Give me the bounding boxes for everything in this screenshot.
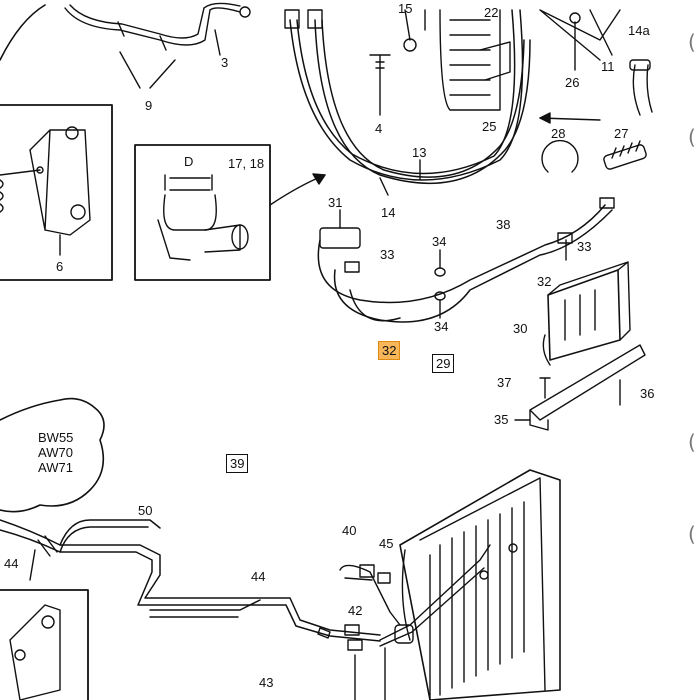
label-part-37: 37 (497, 375, 512, 390)
hose-bundle (289, 9, 531, 185)
label-part-14: 14 (381, 205, 396, 220)
gearbox-model-bw55: BW55 (38, 430, 74, 445)
fitting-33 (557, 232, 573, 244)
label-part-31: 31 (328, 195, 343, 210)
label-part-14a: 14a (628, 23, 650, 38)
lower-bracket-box (0, 589, 89, 700)
label-part-43: 43 (259, 675, 274, 690)
label-part-34-top: 34 (432, 234, 447, 249)
label-part-28: 28 (551, 126, 566, 141)
label-dimension-d: D (184, 154, 194, 169)
label-part-39: 39 (226, 454, 249, 473)
label-part-22: 22 (484, 5, 499, 20)
leader-14 (379, 177, 389, 196)
label-part-17-18: 17, 18 (228, 156, 265, 171)
gearbox-outline (0, 397, 105, 513)
bracket-35 (529, 344, 646, 431)
label-part-32-highlighted[interactable]: 32 (378, 341, 401, 360)
label-part-4: 4 (375, 121, 383, 136)
label-part-45: 45 (379, 536, 394, 551)
edge-mark: ( (688, 430, 696, 454)
label-part-33-mid: 33 (380, 247, 395, 262)
clamp-detail-box (134, 144, 271, 281)
label-part-25: 25 (482, 119, 497, 134)
bracket-box (0, 104, 113, 281)
bracket-11 (539, 9, 621, 61)
line-40 (339, 564, 401, 626)
label-part-29: 29 (432, 354, 455, 373)
fitting (307, 9, 323, 29)
gearbox-model-aw71: AW71 (38, 460, 73, 475)
oil-cooler-30 (542, 261, 631, 366)
edge-mark: ( (688, 522, 696, 546)
label-part-42: 42 (348, 603, 363, 618)
label-part-33-right: 33 (577, 239, 592, 254)
label-part-13: 13 (412, 145, 427, 160)
label-part-40: 40 (342, 523, 357, 538)
label-part-26: 26 (565, 75, 580, 90)
label-part-15: 15 (398, 1, 413, 16)
edge-mark: ( (688, 125, 696, 149)
sleeve-27 (603, 144, 647, 170)
fitting (284, 9, 300, 29)
label-part-30: 30 (513, 321, 528, 336)
bracket-6 (29, 129, 91, 236)
label-part-34-bottom: 34 (434, 319, 449, 334)
leader-3 (214, 29, 221, 56)
fitting-31 (319, 227, 361, 249)
label-part-38: 38 (496, 217, 511, 232)
label-part-36: 36 (640, 386, 655, 401)
leader-9 (119, 51, 176, 89)
label-part-3: 3 (221, 55, 229, 70)
gearbox-model-list: BW55 AW70 AW71 (38, 430, 73, 475)
label-part-32-right: 32 (537, 274, 552, 289)
cooler-top (403, 9, 511, 111)
label-part-44-left: 44 (4, 556, 19, 571)
clip-28 (541, 139, 579, 173)
label-part-9: 9 (145, 98, 153, 113)
gearbox-model-aw70: AW70 (38, 445, 73, 460)
oil-lines (317, 204, 613, 323)
label-part-50: 50 (138, 503, 153, 518)
bolt-4 (369, 54, 391, 116)
label-part-27: 27 (614, 126, 629, 141)
radiator (399, 469, 561, 700)
outline-arc (0, 4, 46, 61)
clamp (163, 174, 217, 231)
hose-14a (632, 64, 653, 116)
label-part-35: 35 (494, 412, 509, 427)
lower-pipes (0, 519, 381, 642)
label-part-6: 6 (56, 259, 64, 274)
label-part-11: 11 (601, 59, 615, 74)
fitting (394, 624, 414, 644)
label-part-44-center: 44 (251, 569, 266, 584)
pipe-group-9 (64, 2, 251, 51)
edge-mark: ( (688, 30, 696, 54)
lower-bracket (9, 604, 61, 700)
